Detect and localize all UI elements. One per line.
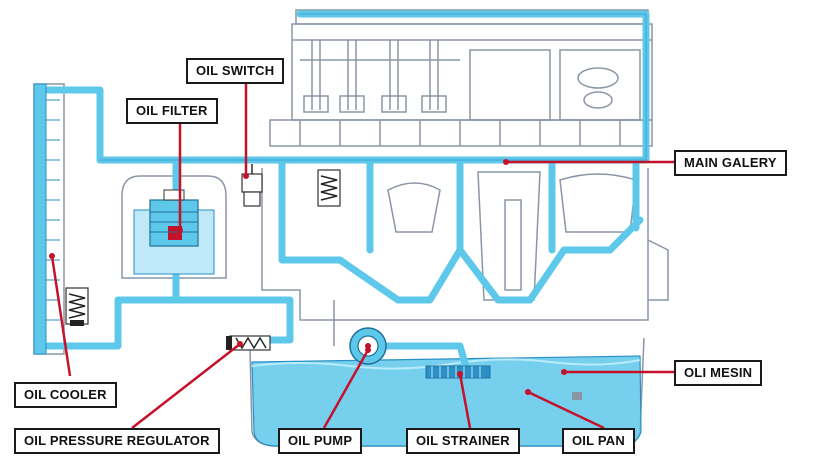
oil-pump-unit <box>333 300 387 365</box>
oil-filter-unit <box>133 189 215 275</box>
gallery-relief-spring <box>317 169 341 207</box>
label-oil-pump: OIL PUMP <box>278 428 363 454</box>
label-main-galery: MAIN GALERY <box>674 150 787 176</box>
label-oil-switch: OIL SWITCH <box>186 58 285 84</box>
valve-stems <box>303 40 447 113</box>
label-oil-pressure-regulator: OIL PRESSURE REGULATOR <box>14 428 220 454</box>
leader-lines <box>50 80 674 430</box>
label-oil-pan: OIL PAN <box>562 428 635 454</box>
oil-pressure-regulator-unit <box>226 335 271 351</box>
leader-oil-pressure-regulator <box>131 343 241 429</box>
oil-surface <box>251 358 641 370</box>
oil-cooler-unit <box>33 83 89 355</box>
drain-plug <box>572 392 582 400</box>
label-oli-mesin: OLI MESIN <box>674 360 763 386</box>
label-oil-strainer: OIL STRAINER <box>406 428 520 454</box>
leader-oil-strainer <box>458 373 472 429</box>
label-oil-filter: OIL FILTER <box>126 98 218 124</box>
leader-oil-pan <box>527 390 605 430</box>
leader-oil-cooler <box>50 255 72 377</box>
leader-oil-pump <box>322 349 370 429</box>
label-oil-cooler: OIL COOLER <box>14 382 117 408</box>
